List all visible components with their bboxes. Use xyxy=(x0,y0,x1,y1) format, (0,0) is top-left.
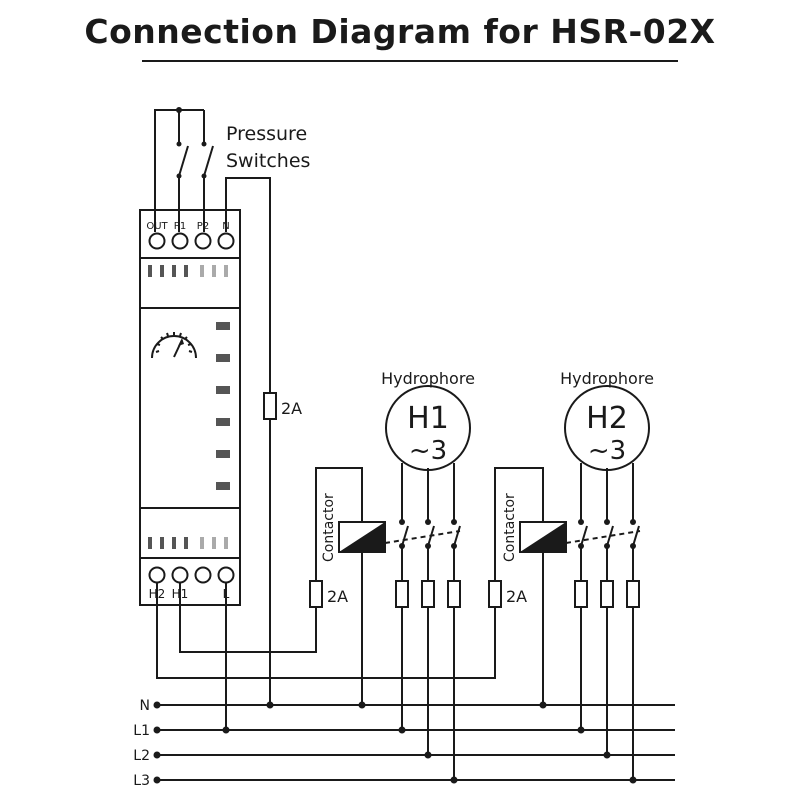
pressure-label-line2: Switches xyxy=(226,150,310,172)
pump-h1-name: H1 xyxy=(407,401,449,436)
relay-module: OUT P1 P2 N xyxy=(139,209,241,606)
pump-h1-motor: Hydrophore H1 ~3 xyxy=(381,369,475,471)
pump-h2-header: Hydrophore xyxy=(560,369,654,388)
pump-h2-motor: Hydrophore H2 ~3 xyxy=(560,369,654,471)
contactor-2: Contactor xyxy=(502,493,641,709)
contactor-1-label: Contactor xyxy=(321,493,337,562)
pressure-switches: Pressure Switches xyxy=(154,107,310,232)
fuse-label-relay: 2A xyxy=(281,399,302,418)
fuse-label-contactor2: 2A xyxy=(506,587,527,606)
pump-h2-phase: ~3 xyxy=(588,436,626,466)
vent-slots-top xyxy=(148,265,228,277)
contactor-2-label: Contactor xyxy=(502,493,518,562)
line-n-label: N xyxy=(140,698,150,714)
pump-h1-phase: ~3 xyxy=(409,436,447,466)
bottom-terminals: H2 H1 L xyxy=(148,566,235,601)
line-l3-label: L3 xyxy=(133,773,150,789)
title-underline xyxy=(142,60,678,62)
gauge-dial-icon xyxy=(151,332,197,359)
top-terminals: OUT P1 P2 N xyxy=(146,221,235,250)
line-l1-label: L1 xyxy=(133,723,150,739)
line-l2-label: L2 xyxy=(133,748,150,764)
page-title: Connection Diagram for HSR-02X xyxy=(84,12,716,51)
terminal-out-label: OUT xyxy=(146,221,168,232)
pressure-label-line1: Pressure xyxy=(226,123,307,145)
supply-lines: N L1 L2 L3 xyxy=(133,698,675,789)
pump-h2-name: H2 xyxy=(586,401,628,436)
pump-h2-phases xyxy=(574,463,640,784)
status-leds xyxy=(216,322,230,490)
h2-output-wire: 2A xyxy=(156,467,544,679)
pump-h1-header: Hydrophore xyxy=(381,369,475,388)
relay-supply-wire: 2A xyxy=(222,177,302,734)
vent-slots-bottom xyxy=(148,537,228,549)
h1-output-wire: 2A xyxy=(179,467,363,653)
fuse-label-contactor1: 2A xyxy=(327,587,348,606)
contactor-1: Contactor xyxy=(321,493,461,709)
pump-h1-phases xyxy=(395,463,461,784)
